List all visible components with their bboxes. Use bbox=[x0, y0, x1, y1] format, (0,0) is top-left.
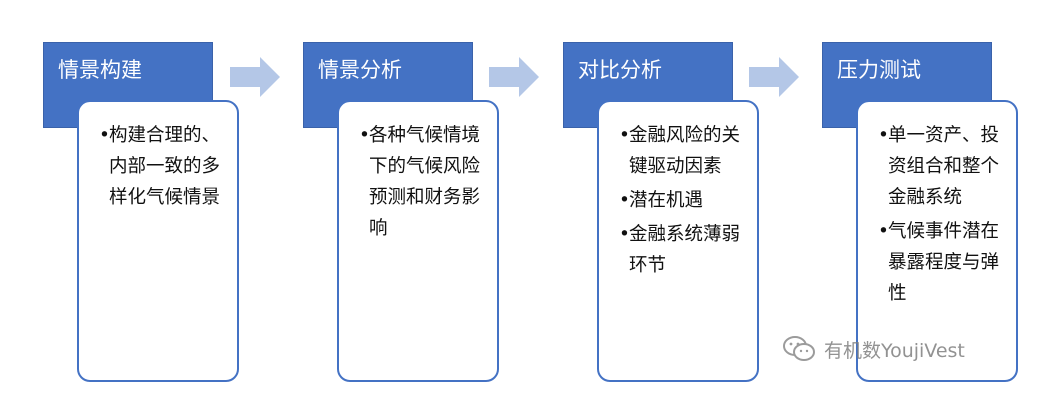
bullet-dot: • bbox=[619, 224, 630, 245]
bullet-item: • 气候事件潜在暴露程度与弹性 bbox=[878, 216, 1010, 309]
bullet-item: • 各种气候情境下的气候风险预测和财务影响 bbox=[359, 120, 491, 244]
bullet-item: • 金融系统薄弱环节 bbox=[619, 219, 751, 281]
bullet-text: 金融系统薄弱环节 bbox=[629, 224, 741, 276]
bullet-item: • 单一资产、投资组合和整个金融系统 bbox=[878, 120, 1010, 213]
watermark: 有机数YoujiVest bbox=[782, 335, 965, 363]
bullet-item: • 潜在机遇 bbox=[619, 185, 751, 216]
stage-body: • 各种气候情境下的气候风险预测和财务影响 bbox=[337, 100, 499, 382]
bullet-dot: • bbox=[878, 221, 889, 242]
stage-body: • 金融风险的关键驱动因素 • 潜在机遇 • 金融系统薄弱环节 bbox=[597, 100, 759, 382]
bullet-item: • 金融风险的关键驱动因素 bbox=[619, 120, 751, 182]
bullet-text: 潜在机遇 bbox=[629, 190, 704, 211]
bullet-item: • 构建合理的、内部一致的多样化气候情景 bbox=[99, 120, 231, 213]
bullet-dot: • bbox=[359, 125, 370, 146]
right-arrow-icon bbox=[489, 57, 539, 97]
bullet-text: 金融风险的关键驱动因素 bbox=[629, 125, 741, 177]
watermark-text: 有机数YoujiVest bbox=[824, 339, 965, 362]
wechat-icon bbox=[783, 336, 815, 361]
bullet-text: 单一资产、投资组合和整个金融系统 bbox=[888, 125, 1000, 208]
bullet-text: 气候事件潜在暴露程度与弹性 bbox=[888, 221, 1000, 304]
bullet-dot: • bbox=[619, 190, 630, 211]
bullet-dot: • bbox=[99, 125, 110, 146]
bullet-dot: • bbox=[878, 125, 889, 146]
stage-body: • 单一资产、投资组合和整个金融系统 • 气候事件潜在暴露程度与弹性 bbox=[856, 100, 1018, 382]
stage-body: • 构建合理的、内部一致的多样化气候情景 bbox=[77, 100, 239, 382]
bullet-text: 构建合理的、内部一致的多样化气候情景 bbox=[109, 125, 221, 208]
bullet-dot: • bbox=[619, 125, 630, 146]
right-arrow-icon bbox=[230, 57, 280, 97]
bullet-text: 各种气候情境下的气候风险预测和财务影响 bbox=[369, 125, 481, 239]
right-arrow-icon bbox=[749, 57, 799, 97]
